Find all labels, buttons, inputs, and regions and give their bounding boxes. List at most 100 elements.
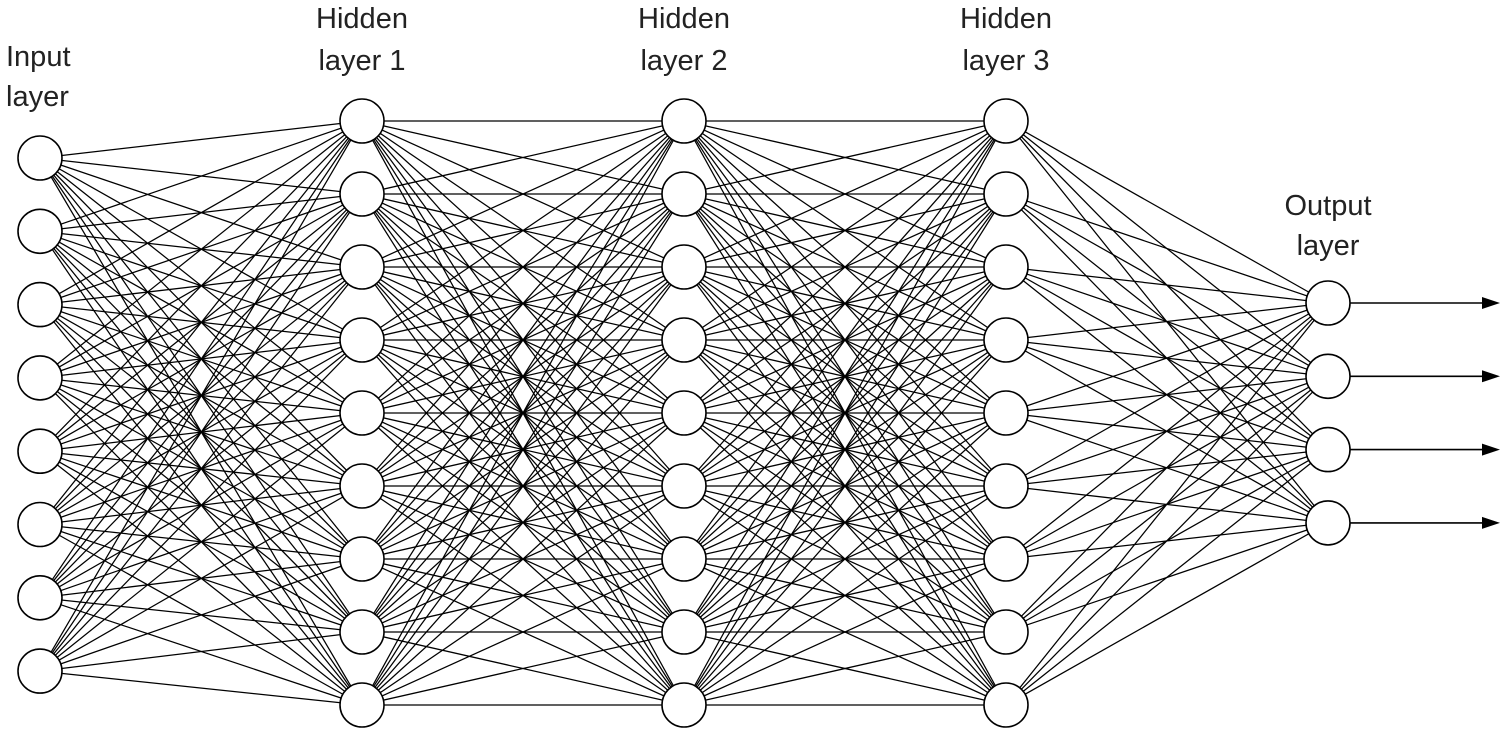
connection-l0-7-to-l1-0 (39, 120, 363, 672)
input-layer-label: Input (6, 41, 71, 73)
neurons (17, 98, 1351, 728)
connection-l2-7-to-l3-0 (683, 120, 1007, 633)
neuron-layer-2-node-8 (661, 682, 707, 728)
neuron-layer-3-node-2 (983, 244, 1029, 290)
neuron-layer-2-node-0 (661, 98, 707, 144)
neuron-layer-0-node-2 (17, 281, 63, 328)
connection-l0-7-to-l1-2 (39, 266, 363, 672)
neuron-layer-0-node-4 (17, 428, 63, 475)
connection-l2-8-to-l3-0 (683, 120, 1007, 706)
connection-l3-6-to-l4-0 (1005, 302, 1329, 560)
neuron-layer-3-node-1 (983, 171, 1029, 217)
hidden-layer-1-label: Hidden (316, 3, 408, 35)
neuron-layer-1-node-7 (339, 609, 385, 655)
connection-l1-3-to-l2-0 (361, 120, 685, 341)
connection-l0-7-to-l1-3 (39, 339, 363, 672)
connection-l2-2-to-l3-0 (683, 120, 1007, 268)
connection-l1-8-to-l2-0 (361, 120, 685, 706)
neuron-layer-2-node-5 (661, 463, 707, 509)
connection-l3-0-to-l4-0 (1005, 120, 1329, 304)
hidden-layer-1-label-line2: layer 1 (318, 45, 405, 77)
neuron-layer-0-node-1 (17, 208, 63, 255)
connection-l3-8-to-l4-3 (1005, 522, 1329, 706)
connection-l3-8-to-l4-2 (1005, 449, 1329, 706)
connection-l2-1-to-l3-0 (683, 120, 1007, 195)
output-arrow-head-1 (1482, 370, 1500, 383)
hidden-layer-3-label: Hidden (960, 3, 1052, 35)
neuron-layer-3-node-8 (983, 682, 1029, 728)
connection-l0-7-to-l1-1 (39, 193, 363, 672)
neuron-layer-0-node-3 (17, 355, 63, 401)
output-arrow-head-3 (1482, 516, 1500, 529)
connection-l0-4-to-l1-0 (39, 120, 363, 452)
neuron-layer-1-node-3 (339, 317, 385, 363)
connection-l1-8-to-l2-5 (361, 485, 685, 706)
neuron-layer-4-node-3 (1305, 500, 1351, 546)
input-layer-label-line2: layer (6, 81, 69, 113)
connection-l2-8-to-l3-7 (683, 631, 1007, 706)
connection-l0-3-to-l1-0 (39, 120, 363, 379)
output-arrows (1350, 297, 1500, 529)
connection-l3-8-to-l4-1 (1005, 375, 1329, 706)
hidden-layer-3-label-line2: layer 3 (962, 45, 1049, 77)
connection-l0-7-to-l1-4 (39, 412, 363, 672)
connection-l1-6-to-l2-0 (361, 120, 685, 560)
connection-l2-8-to-l3-3 (683, 339, 1007, 706)
connection-l2-5-to-l3-0 (683, 120, 1007, 487)
connection-l3-1-to-l4-0 (1005, 193, 1329, 304)
connection-l0-7-to-l1-6 (39, 558, 363, 672)
output-layer-label-line2: layer (1297, 230, 1360, 262)
connection-l1-8-to-l2-7 (361, 631, 685, 706)
neuron-layer-1-node-6 (339, 536, 385, 582)
neuron-layer-4-node-0 (1305, 280, 1351, 326)
connection-l3-7-to-l4-0 (1005, 302, 1329, 633)
neuron-layer-2-node-3 (661, 317, 707, 363)
connection-l1-8-to-l2-4 (361, 412, 685, 706)
connection-l1-7-to-l2-0 (361, 120, 685, 633)
connection-l2-8-to-l3-6 (683, 558, 1007, 706)
neuron-layer-0-node-0 (17, 135, 63, 181)
connection-l2-8-to-l3-4 (683, 412, 1007, 706)
output-arrow-head-0 (1482, 297, 1500, 309)
neuron-layer-1-node-5 (339, 463, 385, 509)
connection-l2-8-to-l3-5 (683, 485, 1007, 706)
connection-l3-4-to-l4-0 (1005, 302, 1329, 414)
connection-l2-8-to-l3-2 (683, 266, 1007, 706)
neuron-layer-4-node-1 (1305, 353, 1351, 400)
connection-l2-3-to-l3-0 (683, 120, 1007, 341)
neuron-layer-0-node-5 (17, 501, 63, 548)
connection-l0-6-to-l1-0 (39, 120, 363, 599)
neuron-layer-2-node-4 (661, 390, 707, 436)
neuron-layer-2-node-2 (661, 244, 707, 290)
neuron-layer-1-node-2 (339, 244, 385, 290)
connection-l0-1-to-l1-0 (39, 120, 363, 232)
connection-l1-8-to-l2-3 (361, 339, 685, 706)
connection-l2-6-to-l3-0 (683, 120, 1007, 560)
connection-l0-7-to-l1-5 (39, 485, 363, 672)
connection-l0-7-to-l1-7 (39, 631, 363, 672)
output-arrow-head-2 (1482, 443, 1500, 456)
connection-l2-4-to-l3-0 (683, 120, 1007, 414)
neuron-layer-0-node-7 (17, 648, 63, 694)
connection-l1-8-to-l2-2 (361, 266, 685, 706)
neuron-layer-4-node-2 (1305, 426, 1351, 473)
neuron-layer-2-node-6 (661, 536, 707, 582)
neuron-layer-1-node-4 (339, 390, 385, 436)
connection-l3-3-to-l4-0 (1005, 302, 1329, 341)
neuron-layer-2-node-7 (661, 609, 707, 655)
connection-l1-2-to-l2-0 (361, 120, 685, 268)
connection-l1-8-to-l2-1 (361, 193, 685, 706)
neuron-layer-1-node-0 (339, 98, 385, 144)
neuron-layer-1-node-1 (339, 171, 385, 217)
neuron-layer-0-node-6 (17, 574, 63, 621)
connection-l1-8-to-l2-6 (361, 558, 685, 706)
connections (39, 120, 1329, 706)
neuron-layer-3-node-0 (983, 98, 1029, 144)
connection-l0-2-to-l1-0 (39, 120, 363, 306)
neuron-layer-3-node-5 (983, 463, 1029, 509)
neuron-layer-3-node-7 (983, 609, 1029, 655)
connection-l2-8-to-l3-1 (683, 193, 1007, 706)
neuron-layer-3-node-3 (983, 317, 1029, 363)
connection-l3-5-to-l4-0 (1005, 302, 1329, 487)
